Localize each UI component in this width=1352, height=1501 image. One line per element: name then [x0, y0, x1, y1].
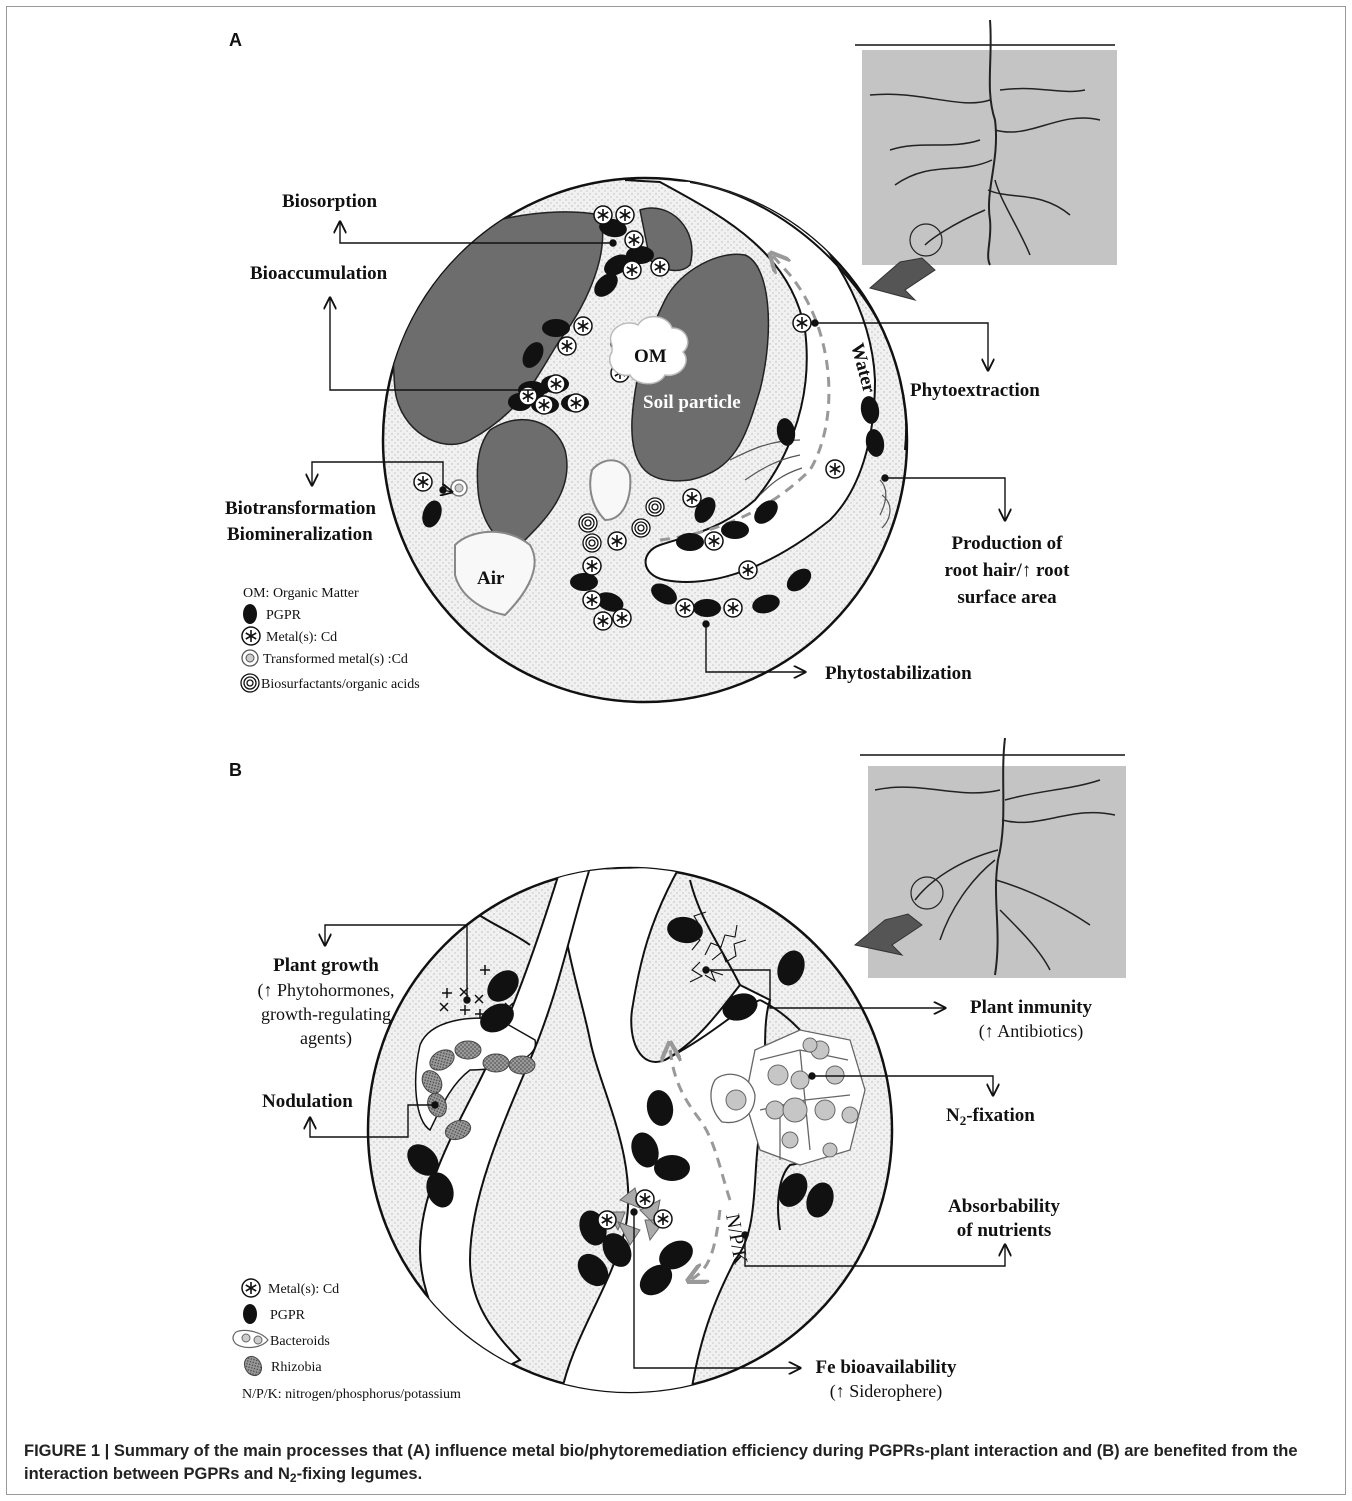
figure-diagram: A [0, 0, 1352, 1430]
plant-immunity-label: Plant inmunity [970, 997, 1092, 1018]
legend-a-biosurfactant: Biosurfactants/organic acids [261, 677, 420, 692]
caption-prefix: FIGURE 1 | Summary of the main processes… [24, 1442, 1298, 1483]
legend-b-metal-icon [242, 1279, 260, 1297]
plant-immunity-sub: (↑ Antibiotics) [979, 1021, 1084, 1042]
absorbability-label-2: of nutrients [957, 1220, 1051, 1241]
legend-b-metal: Metal(s): Cd [268, 1282, 339, 1297]
caption-subscript: 2 [290, 1471, 297, 1485]
legend-a-metal: Metal(s): Cd [266, 630, 337, 645]
absorbability-label-1: Absorbability [948, 1196, 1060, 1217]
legend-a-biosurfactant-icon [241, 674, 259, 692]
n2-fixation-rest: -fixation [966, 1105, 1035, 1126]
n2-fixation-label: N2-fixation [946, 1105, 1035, 1128]
caption-suffix: -fixing legumes. [297, 1465, 423, 1483]
legend-b: Metal(s): Cd PGPR Bacteroids Rhizobia N/… [233, 1279, 461, 1402]
legend-b-npk: N/P/K: nitrogen/phosphorus/potassium [242, 1387, 461, 1402]
plant-growth-sub-1: (↑ Phytohormones, [258, 980, 395, 1001]
plant-growth-sub-3: agents) [300, 1028, 352, 1049]
bioaccumulation-label: Bioaccumulation [250, 263, 388, 284]
root-hair-label-2: root hair/↑ root [945, 560, 1071, 581]
legend-a-pgpr: PGPR [266, 608, 302, 623]
legend-b-pgpr-icon [243, 1304, 257, 1324]
air-label: Air [477, 568, 505, 589]
root-hair-label-3: surface area [957, 587, 1057, 608]
nodulation-label: Nodulation [262, 1091, 353, 1112]
fe-bioavailability-label: Fe bioavailability [816, 1357, 957, 1378]
legend-a-pgpr-icon [243, 604, 257, 624]
legend-b-bacteroids: Bacteroids [270, 1334, 330, 1349]
legend-a-om: OM: Organic Matter [243, 586, 359, 601]
phytostabilization-label: Phytostabilization [825, 663, 972, 684]
biomineralization-label: Biomineralization [227, 524, 373, 545]
n2-fixation-main: N [946, 1105, 960, 1126]
root-inset-a [855, 20, 1117, 300]
biotransformation-label: Biotransformation [225, 498, 376, 519]
om-label: OM [634, 346, 667, 367]
fe-bioavailability-sub: (↑ Siderophere) [830, 1381, 942, 1402]
legend-a: OM: Organic Matter PGPR Metal(s): Cd Tra… [241, 586, 420, 692]
plant-growth-sub-2: growth-regulating [261, 1004, 391, 1024]
legend-b-rhizobia: Rhizobia [271, 1360, 322, 1375]
panel-a-letter: A [229, 30, 242, 50]
legend-a-transformed: Transformed metal(s) :Cd [263, 652, 408, 667]
legend-b-rhizobia-icon [241, 1353, 265, 1378]
biosorption-label: Biosorption [282, 191, 377, 212]
legend-b-bacteroid-icon [233, 1330, 268, 1347]
figure-caption: FIGURE 1 | Summary of the main processes… [24, 1440, 1324, 1490]
soil-particle-label: Soil particle [643, 392, 741, 413]
root-hair-label-1: Production of [951, 533, 1063, 554]
legend-a-metal-icon [242, 627, 260, 645]
legend-b-pgpr: PGPR [270, 1308, 306, 1323]
plant-growth-label: Plant growth [273, 955, 379, 976]
phytoextraction-label: Phytoextraction [910, 380, 1040, 401]
root-inset-b [855, 738, 1126, 978]
panel-b-letter: B [229, 760, 242, 780]
